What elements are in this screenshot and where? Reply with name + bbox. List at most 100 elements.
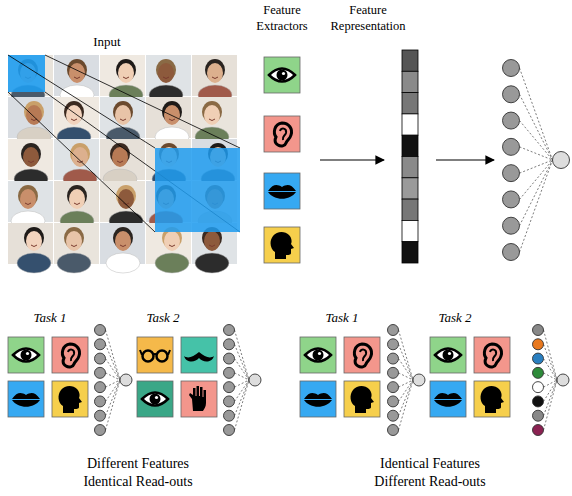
smile	[25, 203, 31, 205]
extractor-box	[181, 381, 217, 417]
neuron	[95, 325, 106, 336]
shoulders	[106, 253, 140, 273]
glasses-lens	[143, 351, 154, 362]
face	[66, 231, 82, 251]
ear-extractor	[264, 116, 300, 152]
readout-weight	[106, 380, 121, 401]
readout-weight	[235, 330, 250, 380]
glasses-frame	[140, 350, 170, 355]
neuron	[503, 86, 520, 103]
neuron	[533, 325, 544, 336]
feature-cell	[402, 135, 418, 156]
readout-weight	[520, 68, 553, 160]
output-neuron	[413, 374, 425, 386]
eye-icon	[305, 349, 331, 362]
eye-glint	[318, 352, 321, 355]
neuron	[95, 396, 106, 407]
readout-weight	[520, 147, 553, 160]
extractor-box	[8, 381, 44, 417]
neuron	[388, 396, 399, 407]
neuron	[533, 367, 544, 378]
extractor-box	[264, 57, 300, 93]
smile	[123, 77, 129, 79]
photo-background	[8, 55, 53, 96]
readout-weight	[235, 359, 250, 380]
readout-weight	[399, 380, 414, 401]
ear-inner	[68, 350, 74, 361]
ear-inner	[490, 350, 496, 361]
readout-weight	[235, 373, 250, 380]
face	[204, 231, 220, 251]
face	[118, 63, 134, 83]
readout-layer	[95, 325, 133, 436]
shoulders	[57, 253, 91, 273]
extractor-box	[137, 337, 173, 373]
feature-cell	[402, 242, 418, 263]
extractor-box	[474, 381, 510, 417]
neuron	[388, 425, 399, 436]
smile	[71, 119, 77, 121]
face	[164, 105, 180, 125]
face	[72, 147, 88, 167]
eye-iris	[313, 350, 324, 361]
column-label: Feature Extractors	[247, 3, 317, 34]
shoulders	[155, 253, 189, 273]
neuron	[224, 325, 235, 336]
neuron	[503, 244, 520, 261]
neuron	[95, 339, 106, 350]
readout-weight	[544, 380, 558, 401]
neuron	[224, 425, 235, 436]
smile	[74, 203, 80, 205]
eye-icon	[142, 393, 168, 406]
neuron	[533, 396, 544, 407]
eye-iris	[150, 394, 161, 405]
moustache-icon	[184, 352, 214, 362]
head-extractor	[474, 381, 510, 417]
zoom-line	[8, 55, 155, 148]
readout-weight	[520, 160, 553, 226]
neuron	[503, 112, 520, 129]
readout-layer	[224, 325, 262, 436]
head-extractor	[52, 381, 88, 417]
head-icon	[481, 386, 504, 413]
lips-lower	[12, 400, 40, 407]
eye-iris	[277, 70, 288, 81]
extractor-box	[8, 337, 44, 373]
face-photo	[8, 223, 53, 273]
lips-extractor	[300, 381, 336, 417]
head-extractor	[264, 227, 300, 263]
task-label: Task 2	[420, 310, 490, 326]
head-icon	[59, 386, 82, 413]
lips-extractor	[8, 381, 44, 417]
face	[158, 63, 174, 83]
neuron	[503, 217, 520, 234]
face-photo	[100, 223, 145, 273]
patch-large	[155, 148, 240, 232]
ear-icon	[484, 344, 501, 367]
smile	[120, 245, 126, 247]
neuron	[224, 382, 235, 393]
readout-weight	[544, 373, 558, 380]
eye-glint	[282, 72, 285, 75]
neuron	[388, 367, 399, 378]
column-label: Feature Representation	[320, 3, 416, 34]
face	[26, 231, 42, 251]
neuron	[503, 138, 520, 155]
smile	[71, 245, 77, 247]
readout-layer	[533, 325, 570, 436]
ear-inner	[360, 350, 366, 361]
readout-layer	[388, 325, 426, 436]
readout-weight	[235, 380, 250, 430]
eye-glint	[26, 352, 29, 355]
readout-weight	[544, 359, 558, 380]
shoulders	[195, 253, 229, 273]
readout-weight	[106, 380, 121, 430]
ear-icon	[354, 344, 371, 367]
lips-upper	[434, 393, 462, 399]
output-neuron	[557, 374, 569, 386]
output-neuron	[553, 152, 570, 169]
smile	[28, 161, 34, 163]
eye-glint	[155, 396, 158, 399]
ear-inner	[280, 129, 286, 140]
